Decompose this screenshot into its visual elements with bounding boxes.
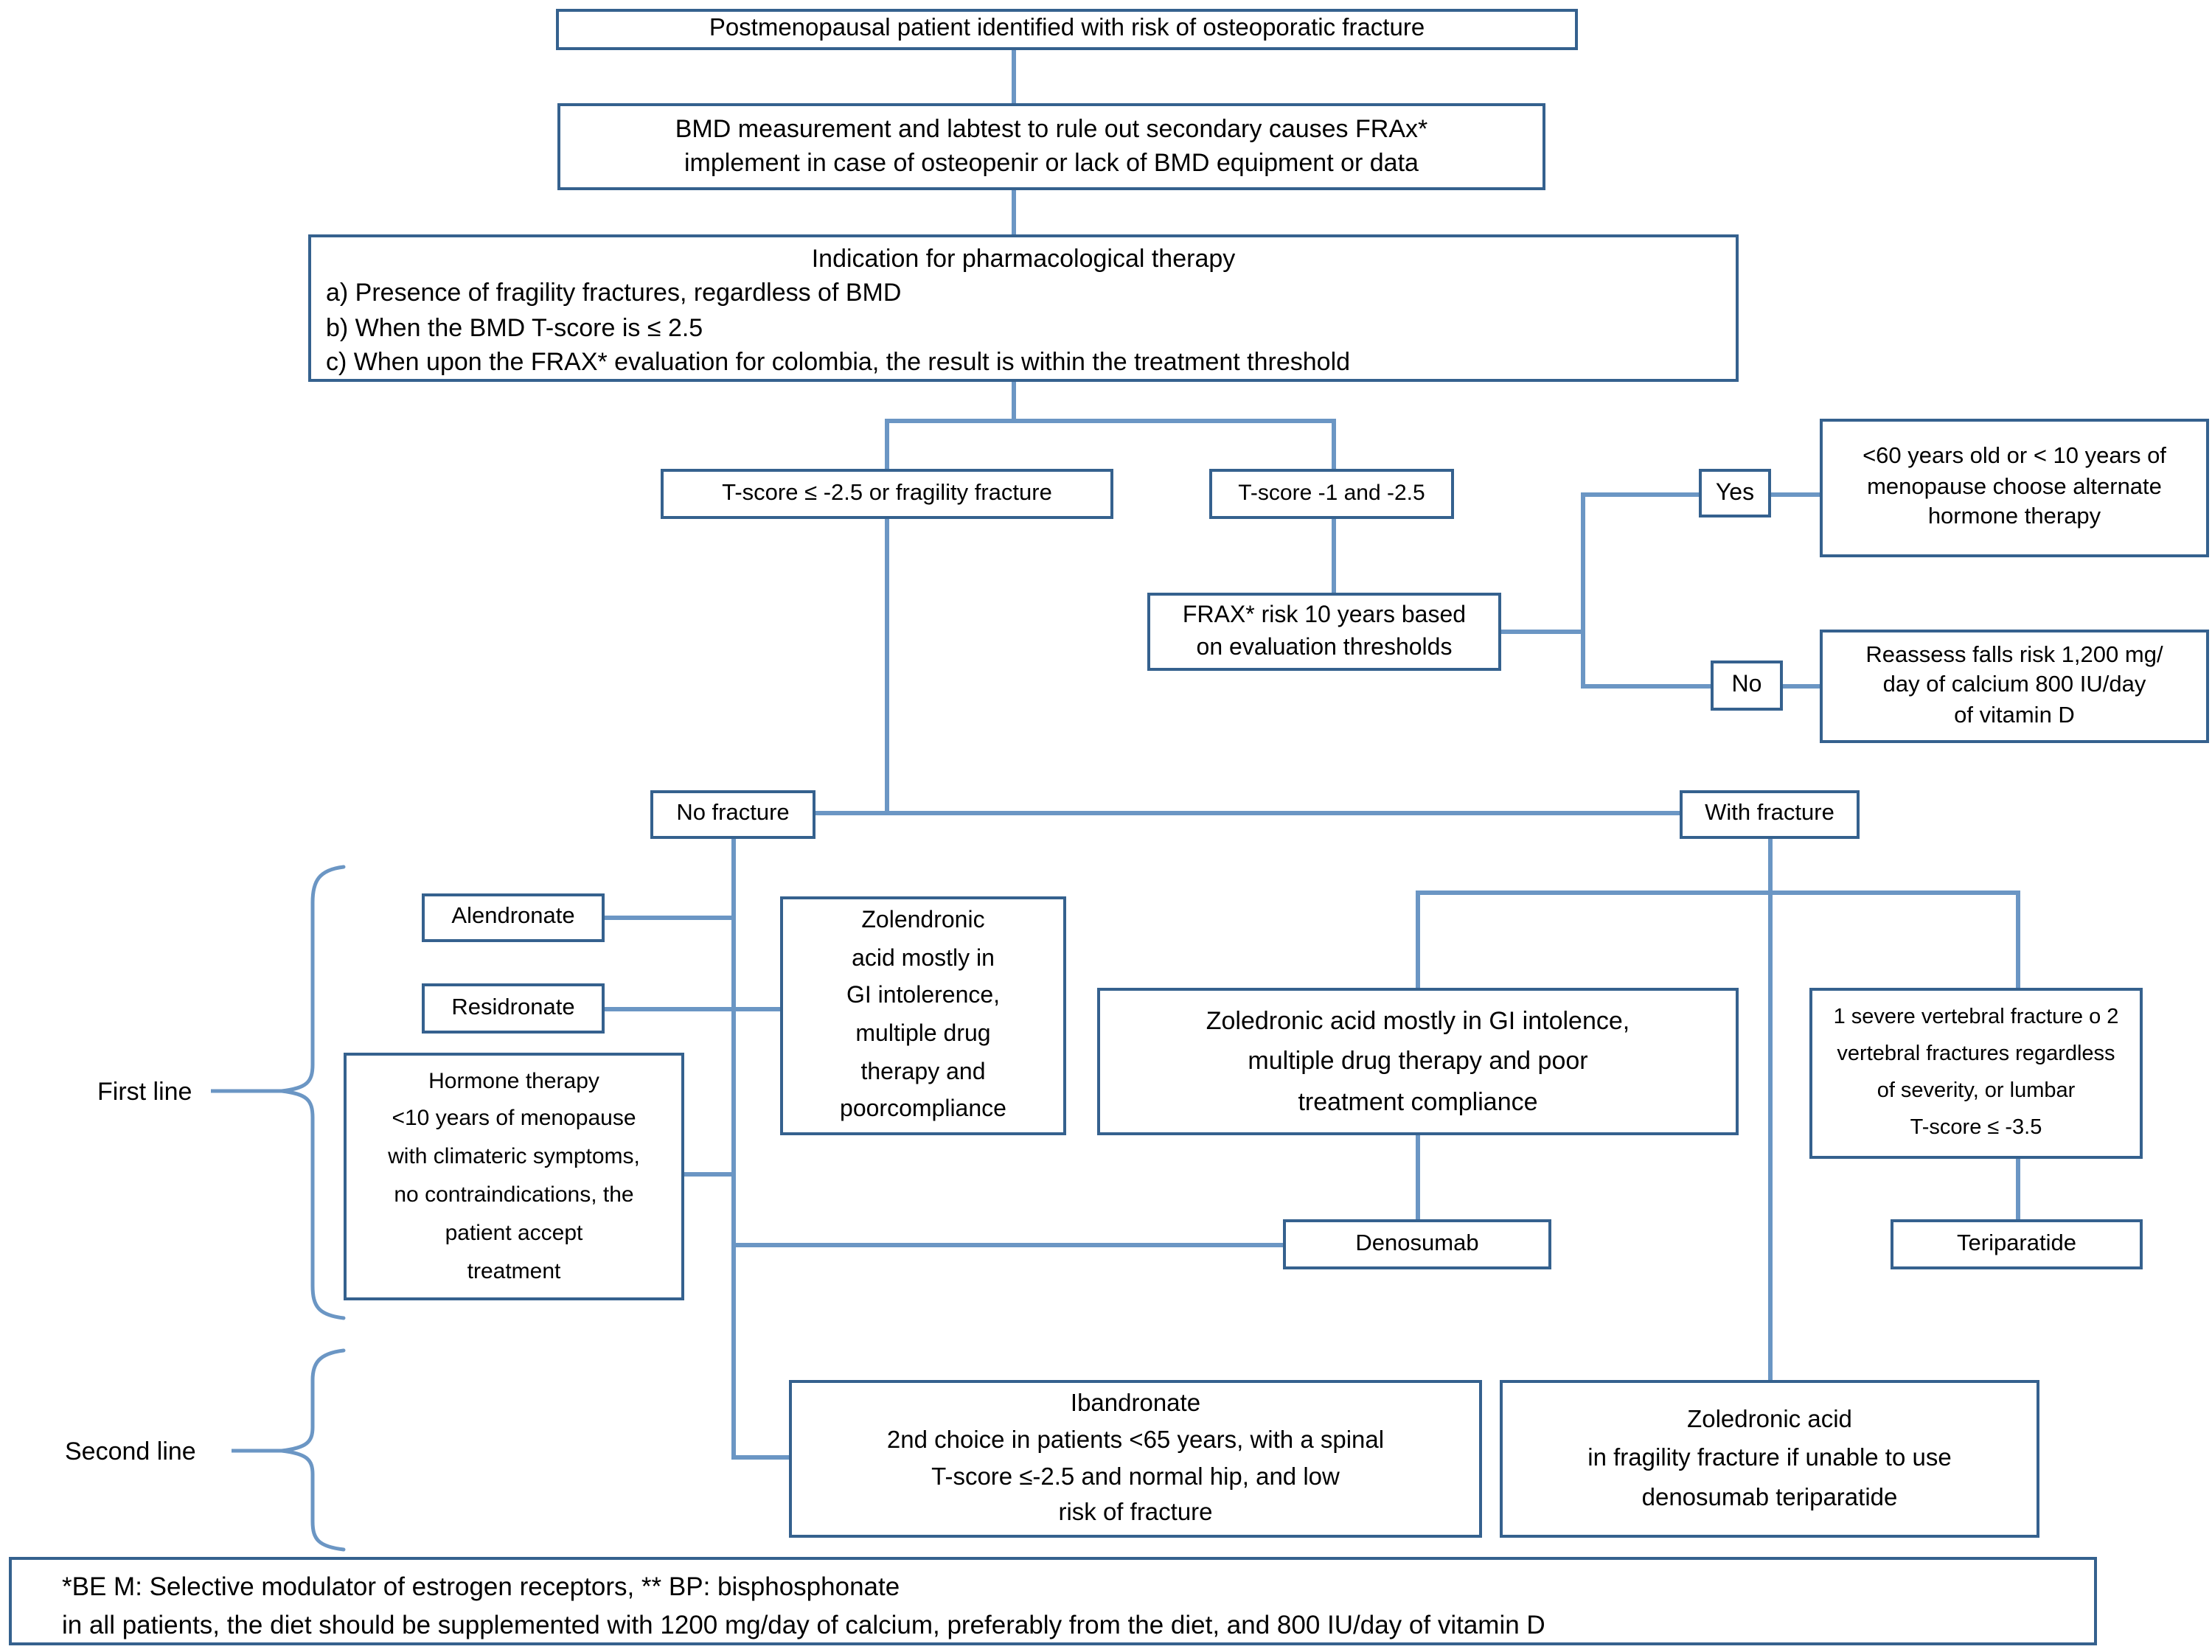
- node-no-fracture: No fracture: [650, 790, 815, 839]
- indication-items: a) Presence of fragility fractures, rega…: [326, 279, 1351, 377]
- node-denosumab: Denosumab: [1283, 1219, 1551, 1269]
- connector-hormone-spine: [684, 1172, 733, 1176]
- connector-split-right-down: [1332, 419, 1335, 469]
- node-zoledronic-with-fracture: Zoledronic acid mostly in GI intolence, …: [1097, 988, 1739, 1135]
- node-ibandronate: Ibandronate 2nd choice in patients <65 y…: [789, 1380, 1482, 1538]
- node-hormone-therapy: Hormone therapy <10 years of menopause w…: [344, 1053, 684, 1300]
- connector-spine-to-denosumab: [731, 1243, 1283, 1247]
- connector-split-horizontal: [885, 419, 1335, 422]
- connector-tscorelow-to-fracture-row: [885, 519, 888, 814]
- connector-severe-to-teriparatide: [2016, 1159, 2020, 1219]
- node-severe-vertebral-fracture: 1 severe vertebral fracture o 2 vertebra…: [1809, 988, 2143, 1159]
- connector-fracture-row-horizontal: [815, 811, 1680, 815]
- node-reassess-falls-risk: Reassess falls risk 1,200 mg/ day of cal…: [1820, 630, 2209, 743]
- node-frax-risk: FRAX* risk 10 years based on evaluation …: [1147, 593, 1501, 671]
- connector-spine-to-ibandronate: [731, 1455, 789, 1459]
- connector-indication-down: [1012, 382, 1015, 419]
- footnote-box: *BE M: Selective modulator of estrogen r…: [9, 1557, 2097, 1645]
- node-yes: Yes: [1699, 469, 1771, 517]
- connector-split-left-down: [885, 419, 888, 469]
- connector-branch-right-down: [2016, 891, 2020, 988]
- connector-yes-to-althormone: [1771, 492, 1820, 496]
- indication-title: Indication for pharmacological therapy: [811, 245, 1236, 273]
- node-with-fracture: With fracture: [1680, 790, 1860, 839]
- second-line-brace: [281, 1348, 346, 1552]
- connector-zoledronicwf-to-denosumab: [1416, 1135, 1419, 1219]
- connector-branch-left-down: [1416, 891, 1419, 988]
- node-bmd-measurement: BMD measurement and labtest to rule out …: [557, 103, 1545, 190]
- node-tscore-low: T-score ≤ -2.5 or fragility fracture: [661, 469, 1113, 519]
- connector-riser-vertical: [1581, 492, 1585, 687]
- connector-residronate-zolendronic: [605, 1007, 780, 1011]
- connector-frax-to-riser: [1501, 630, 1581, 633]
- connector-bmd-to-indication: [1012, 190, 1015, 234]
- node-indication: Indication for pharmacological therapy a…: [308, 234, 1739, 382]
- node-tscore-mid: T-score -1 and -2.5: [1209, 469, 1454, 519]
- first-line-label: First line: [97, 1078, 192, 1106]
- second-line-label: Second line: [65, 1437, 196, 1465]
- node-start: Postmenopausal patient identified with r…: [556, 9, 1578, 50]
- connector-start-to-bmd: [1012, 50, 1015, 103]
- node-zoledronic-second-line: Zoledronic acid in fragility fracture if…: [1500, 1380, 2039, 1538]
- node-residronate: Residronate: [422, 983, 605, 1034]
- node-alendronate: Alendronate: [422, 893, 605, 942]
- connector-riser-to-yes: [1581, 492, 1699, 496]
- connector-tscoremid-to-frax: [1332, 519, 1335, 593]
- connector-withfracture-spine: [1768, 837, 1772, 1380]
- node-teriparatide: Teriparatide: [1891, 1219, 2143, 1269]
- node-zolendronic-acid: Zolendronic acid mostly in GI intolerenc…: [780, 896, 1066, 1135]
- connector-withfracture-branch-horizontal: [1416, 891, 2019, 894]
- connector-riser-to-no: [1581, 684, 1711, 688]
- connector-alendronate: [605, 916, 733, 919]
- node-no: No: [1711, 661, 1783, 711]
- node-alternate-hormone-therapy: <60 years old or < 10 years of menopause…: [1820, 419, 2209, 557]
- connector-nofracture-spine: [731, 837, 735, 1458]
- first-line-brace: [281, 865, 346, 1320]
- connector-no-to-reassess: [1783, 684, 1820, 688]
